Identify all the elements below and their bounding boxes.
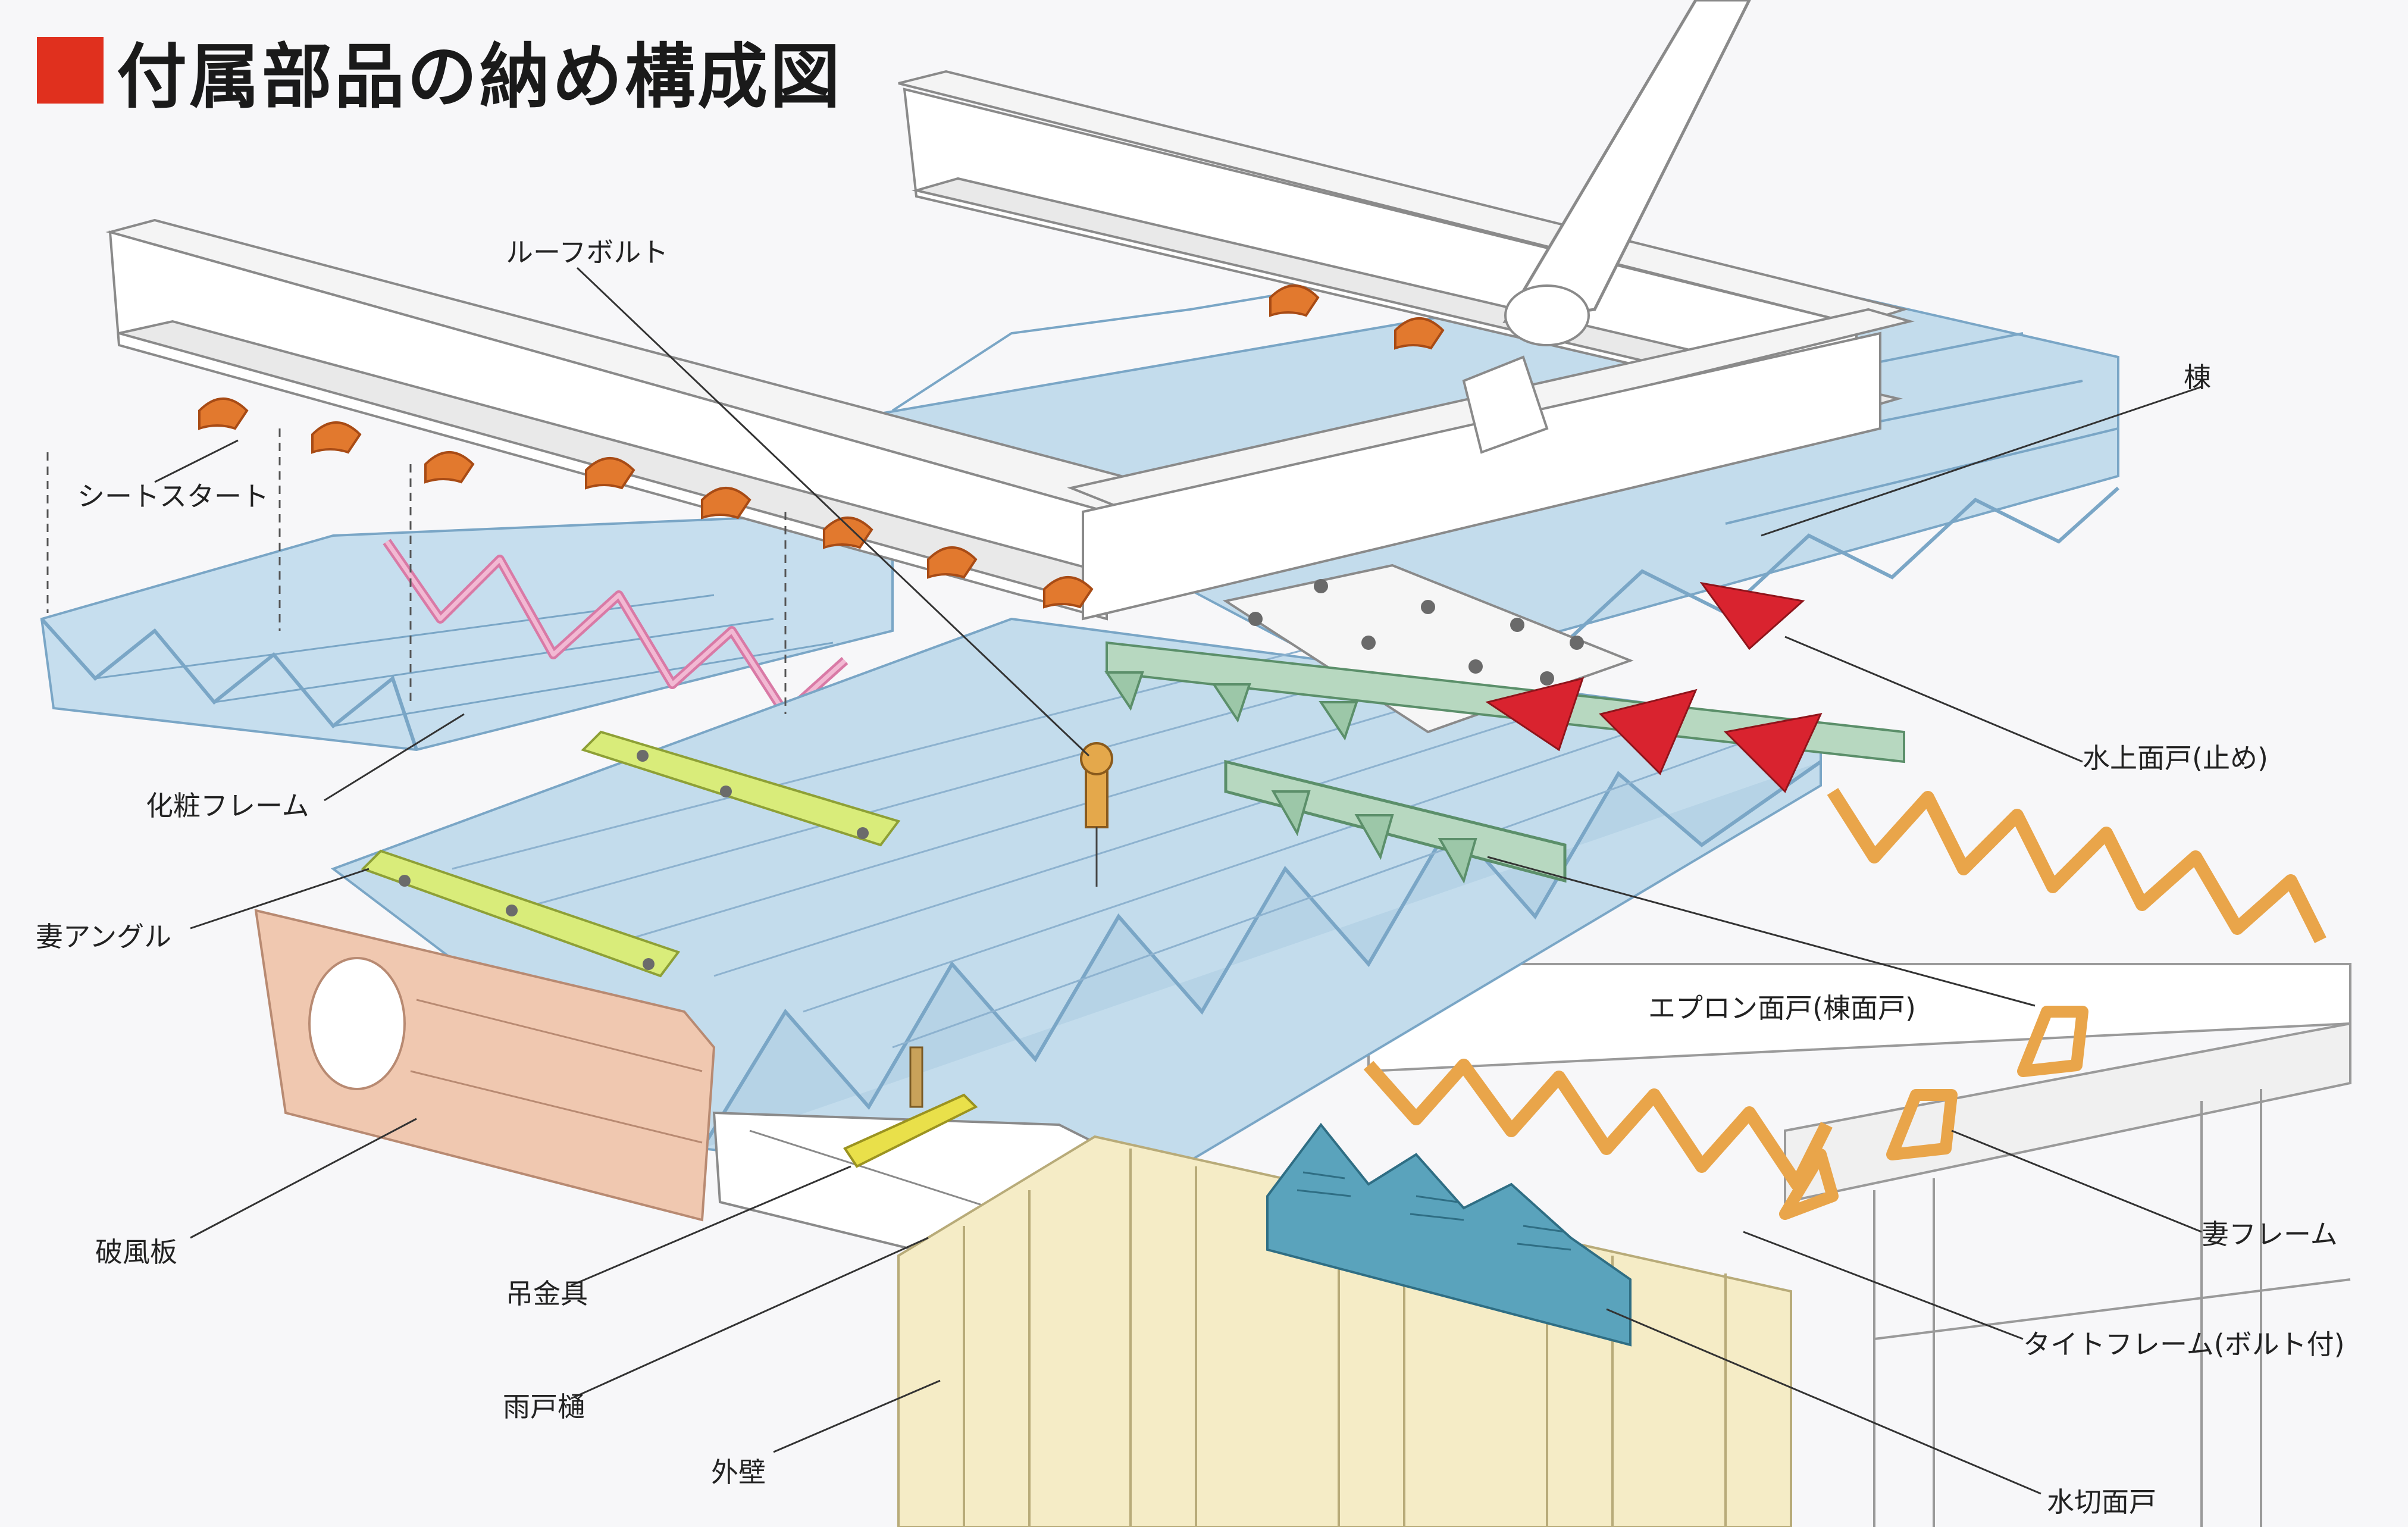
diagram-title: 付属部品の納め構成図 [37, 23, 843, 118]
label-verge-board: 破風板 [95, 1236, 177, 1268]
label-tight-frame: タイトフレーム(ボルト付) [2023, 1328, 2345, 1360]
label-fascia-frame: 化粧フレーム [146, 790, 309, 822]
label-roof-bolt: ルーフボルト [506, 236, 668, 268]
gable-frames [1363, 788, 2326, 1191]
label-hanger: 吊金具 [506, 1278, 588, 1310]
label-ridge: 棟 [2184, 361, 2211, 393]
sheet-start-clips [198, 284, 1445, 609]
label-water-cut-filler: 水切面戸 [2047, 1486, 2156, 1518]
label-outer-wall: 外壁 [711, 1456, 766, 1488]
outer-wall [897, 1135, 1792, 1527]
water-upper-fillers [1485, 581, 1823, 793]
rear-i-beam [898, 70, 1909, 418]
tight-frames [1779, 1006, 2088, 1220]
label-water-upper-filler: 水上面戸(止め) [2083, 742, 2268, 774]
label-gable-frame: 妻フレーム [2202, 1218, 2338, 1250]
diagonal-brace [1462, 0, 1751, 454]
label-gutter: 雨戸樋 [503, 1391, 585, 1423]
gable-angles [361, 730, 901, 978]
building-frame [1367, 963, 2351, 1527]
label-gable-angle: 妻アングル [36, 921, 171, 953]
roof-bolt-part [1080, 742, 1113, 887]
verge-board-part [254, 909, 716, 1222]
label-apron-filler: エプロン面戸(棟面戸) [1648, 992, 1916, 1024]
leader-lines [154, 267, 2202, 1495]
title-marker-square [37, 37, 104, 104]
hanger-part [843, 1046, 978, 1168]
label-sheet-start: シートスタート [77, 480, 269, 512]
dashed-guides [46, 428, 787, 714]
water-cut-filler-part [1266, 1122, 1632, 1347]
title-text: 付属部品の納め構成図 [117, 35, 843, 118]
